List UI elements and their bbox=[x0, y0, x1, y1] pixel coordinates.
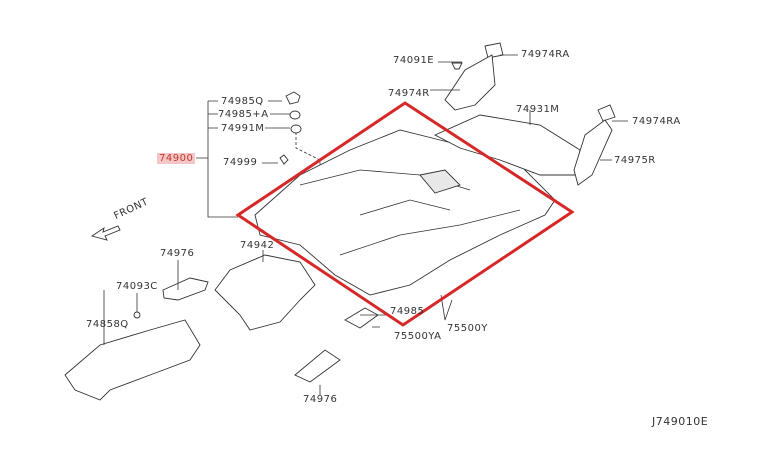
label-74858q[interactable]: 74858Q bbox=[86, 319, 129, 330]
label-74931m[interactable]: 74931M bbox=[516, 104, 560, 115]
label-74985q[interactable]: 74985Q bbox=[221, 96, 264, 107]
label-74091e[interactable]: 74091E bbox=[393, 55, 435, 66]
label-74974r[interactable]: 74974R bbox=[388, 88, 430, 99]
label-74991m[interactable]: 74991M bbox=[221, 123, 265, 134]
fasteners bbox=[133, 62, 463, 319]
label-74974ra-right[interactable]: 74974RA bbox=[632, 116, 681, 127]
label-74999[interactable]: 74999 bbox=[223, 157, 258, 168]
rear-parts bbox=[430, 42, 628, 186]
highlight-outline bbox=[235, 101, 575, 327]
label-74975r[interactable]: 74975R bbox=[614, 155, 656, 166]
label-75500ya[interactable]: 75500YA bbox=[394, 331, 442, 342]
label-74093c[interactable]: 74093C bbox=[116, 281, 158, 292]
label-74974ra-top[interactable]: 74974RA bbox=[521, 49, 570, 60]
label-74976-top[interactable]: 74976 bbox=[160, 248, 195, 259]
floor-carpet bbox=[254, 129, 556, 296]
left-parts bbox=[64, 250, 453, 401]
label-74942[interactable]: 74942 bbox=[240, 240, 275, 251]
label-74976-bottom[interactable]: 74976 bbox=[303, 394, 338, 405]
front-arrow-icon bbox=[90, 225, 121, 241]
label-74985[interactable]: 74985 bbox=[390, 306, 425, 317]
label-74900[interactable]: 74900 bbox=[157, 153, 196, 164]
label-74985a[interactable]: 74985+A bbox=[218, 109, 269, 120]
diagram-code: J749010E bbox=[652, 415, 709, 428]
label-75500y[interactable]: 75500Y bbox=[447, 323, 488, 334]
